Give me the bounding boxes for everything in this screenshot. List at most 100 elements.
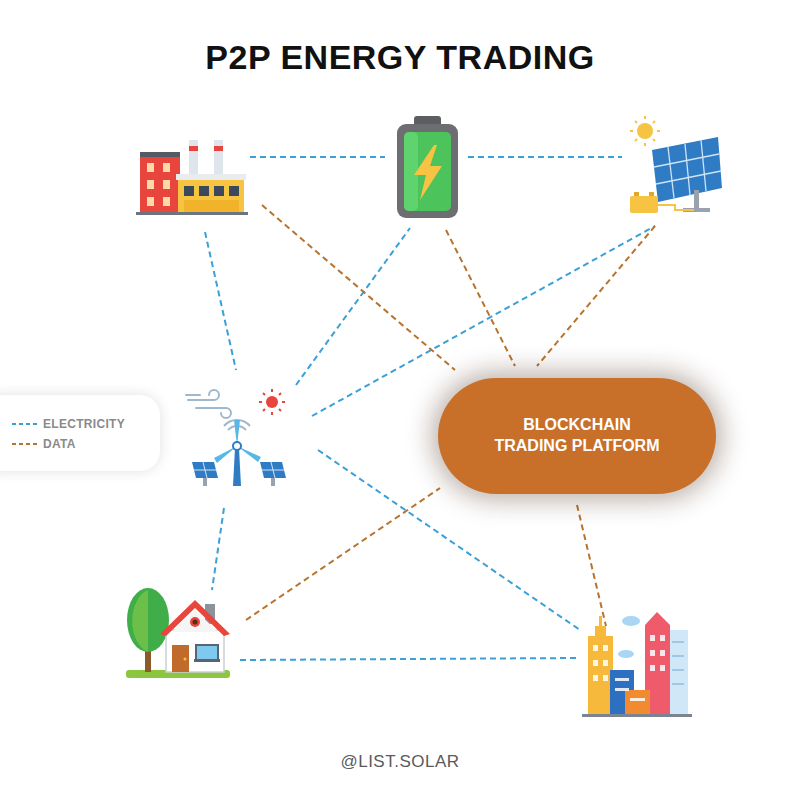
wind-farm-icon <box>186 389 286 486</box>
wind-farm-icon <box>271 478 275 486</box>
factory-icon <box>214 146 223 151</box>
battery-icon <box>404 132 451 211</box>
city-icon <box>599 616 602 626</box>
electricity-line <box>212 508 224 590</box>
factory-icon <box>136 140 248 215</box>
solar-panel-icon <box>668 147 674 198</box>
solar-panel-icon <box>635 121 637 123</box>
city-icon <box>595 626 606 636</box>
city-icon <box>615 688 629 691</box>
legend-text: DATA <box>43 437 76 451</box>
wind-farm-icon <box>259 389 285 415</box>
wind-farm-icon <box>192 462 218 478</box>
house-icon <box>193 620 198 625</box>
factory-icon <box>184 186 194 196</box>
wind-farm-icon <box>203 478 207 486</box>
city-icon <box>672 683 684 685</box>
data-line <box>262 205 455 370</box>
wind-farm-icon <box>263 409 265 411</box>
battery-icon <box>404 132 418 211</box>
wind-farm-icon <box>263 393 265 395</box>
city-icon <box>588 636 613 716</box>
data-line <box>537 226 655 366</box>
factory-icon <box>189 146 198 151</box>
wind-farm-icon <box>279 393 281 395</box>
city-icon <box>650 665 655 671</box>
solar-panel-icon <box>649 192 654 196</box>
house-icon <box>172 645 189 672</box>
city-icon <box>593 645 598 651</box>
city-icon <box>672 641 684 643</box>
house-icon <box>190 617 200 627</box>
house-icon <box>184 658 187 661</box>
factory-icon <box>140 155 180 213</box>
city-icon <box>630 698 645 701</box>
solar-panel-icon <box>652 137 722 202</box>
solar-panel-icon <box>630 116 722 213</box>
city-icon <box>582 714 692 717</box>
factory-icon <box>178 178 244 213</box>
solar-panel-icon <box>657 130 660 132</box>
factory-icon <box>140 152 180 157</box>
electricity-line <box>296 228 410 385</box>
house-icon <box>126 588 230 678</box>
battery-icon <box>397 124 458 218</box>
factory-icon <box>136 212 248 215</box>
city-icon <box>593 675 598 681</box>
factory-icon <box>163 197 170 206</box>
city-icon <box>660 665 665 671</box>
legend-line-sample <box>12 440 38 448</box>
legend-text: ELECTRICITY <box>43 417 125 431</box>
factory-icon <box>147 197 154 206</box>
house-icon <box>196 645 218 660</box>
city-icon <box>650 650 655 656</box>
wind-farm-icon <box>196 408 231 418</box>
wind-farm-icon <box>260 462 286 478</box>
wind-farm-icon <box>266 396 278 408</box>
factory-icon <box>176 174 246 180</box>
solar-panel-icon <box>654 140 721 198</box>
factory-icon <box>147 180 154 189</box>
house-icon <box>132 590 148 652</box>
city-icon <box>618 650 634 658</box>
electricity-line <box>240 658 578 660</box>
legend-item: DATA <box>12 434 160 454</box>
city-icon <box>582 612 692 717</box>
wind-farm-icon <box>271 389 273 392</box>
solar-panel-icon <box>635 139 637 141</box>
solar-panel-icon <box>644 143 646 146</box>
factory-icon <box>199 186 209 196</box>
city-icon <box>645 612 670 625</box>
factory-icon <box>184 200 239 213</box>
city-icon <box>603 645 608 651</box>
city-icon <box>672 642 684 684</box>
city-icon <box>660 635 665 641</box>
solar-panel-icon <box>658 205 694 210</box>
wind-farm-icon <box>194 470 216 471</box>
electricity-line <box>250 156 385 158</box>
house-icon <box>127 588 169 652</box>
wind-farm-icon <box>282 401 285 403</box>
wind-farm-icon <box>186 390 231 418</box>
battery-icon <box>414 145 442 200</box>
solar-panel-icon <box>694 190 699 210</box>
city-icon <box>615 678 629 681</box>
solar-panel-icon <box>637 123 653 139</box>
city-icon <box>622 616 640 626</box>
solar-panel-icon <box>654 154 719 167</box>
legend-line-sample <box>12 443 38 445</box>
solar-panel-icon <box>630 130 633 132</box>
solar-panel-icon <box>653 121 655 123</box>
legend-item: ELECTRICITY <box>12 414 160 434</box>
data-line <box>446 230 515 366</box>
city-icon <box>625 690 650 716</box>
legend-line-sample <box>12 420 38 428</box>
wind-farm-icon <box>186 394 200 396</box>
electricity-line <box>468 156 622 158</box>
solar-panel-icon <box>630 116 660 146</box>
data-line <box>577 505 606 626</box>
wind-farm-icon <box>233 442 241 450</box>
factory-icon <box>163 180 170 189</box>
solar-panel-icon <box>653 139 655 141</box>
diagram-title: P2P ENERGY TRADING <box>0 38 800 77</box>
